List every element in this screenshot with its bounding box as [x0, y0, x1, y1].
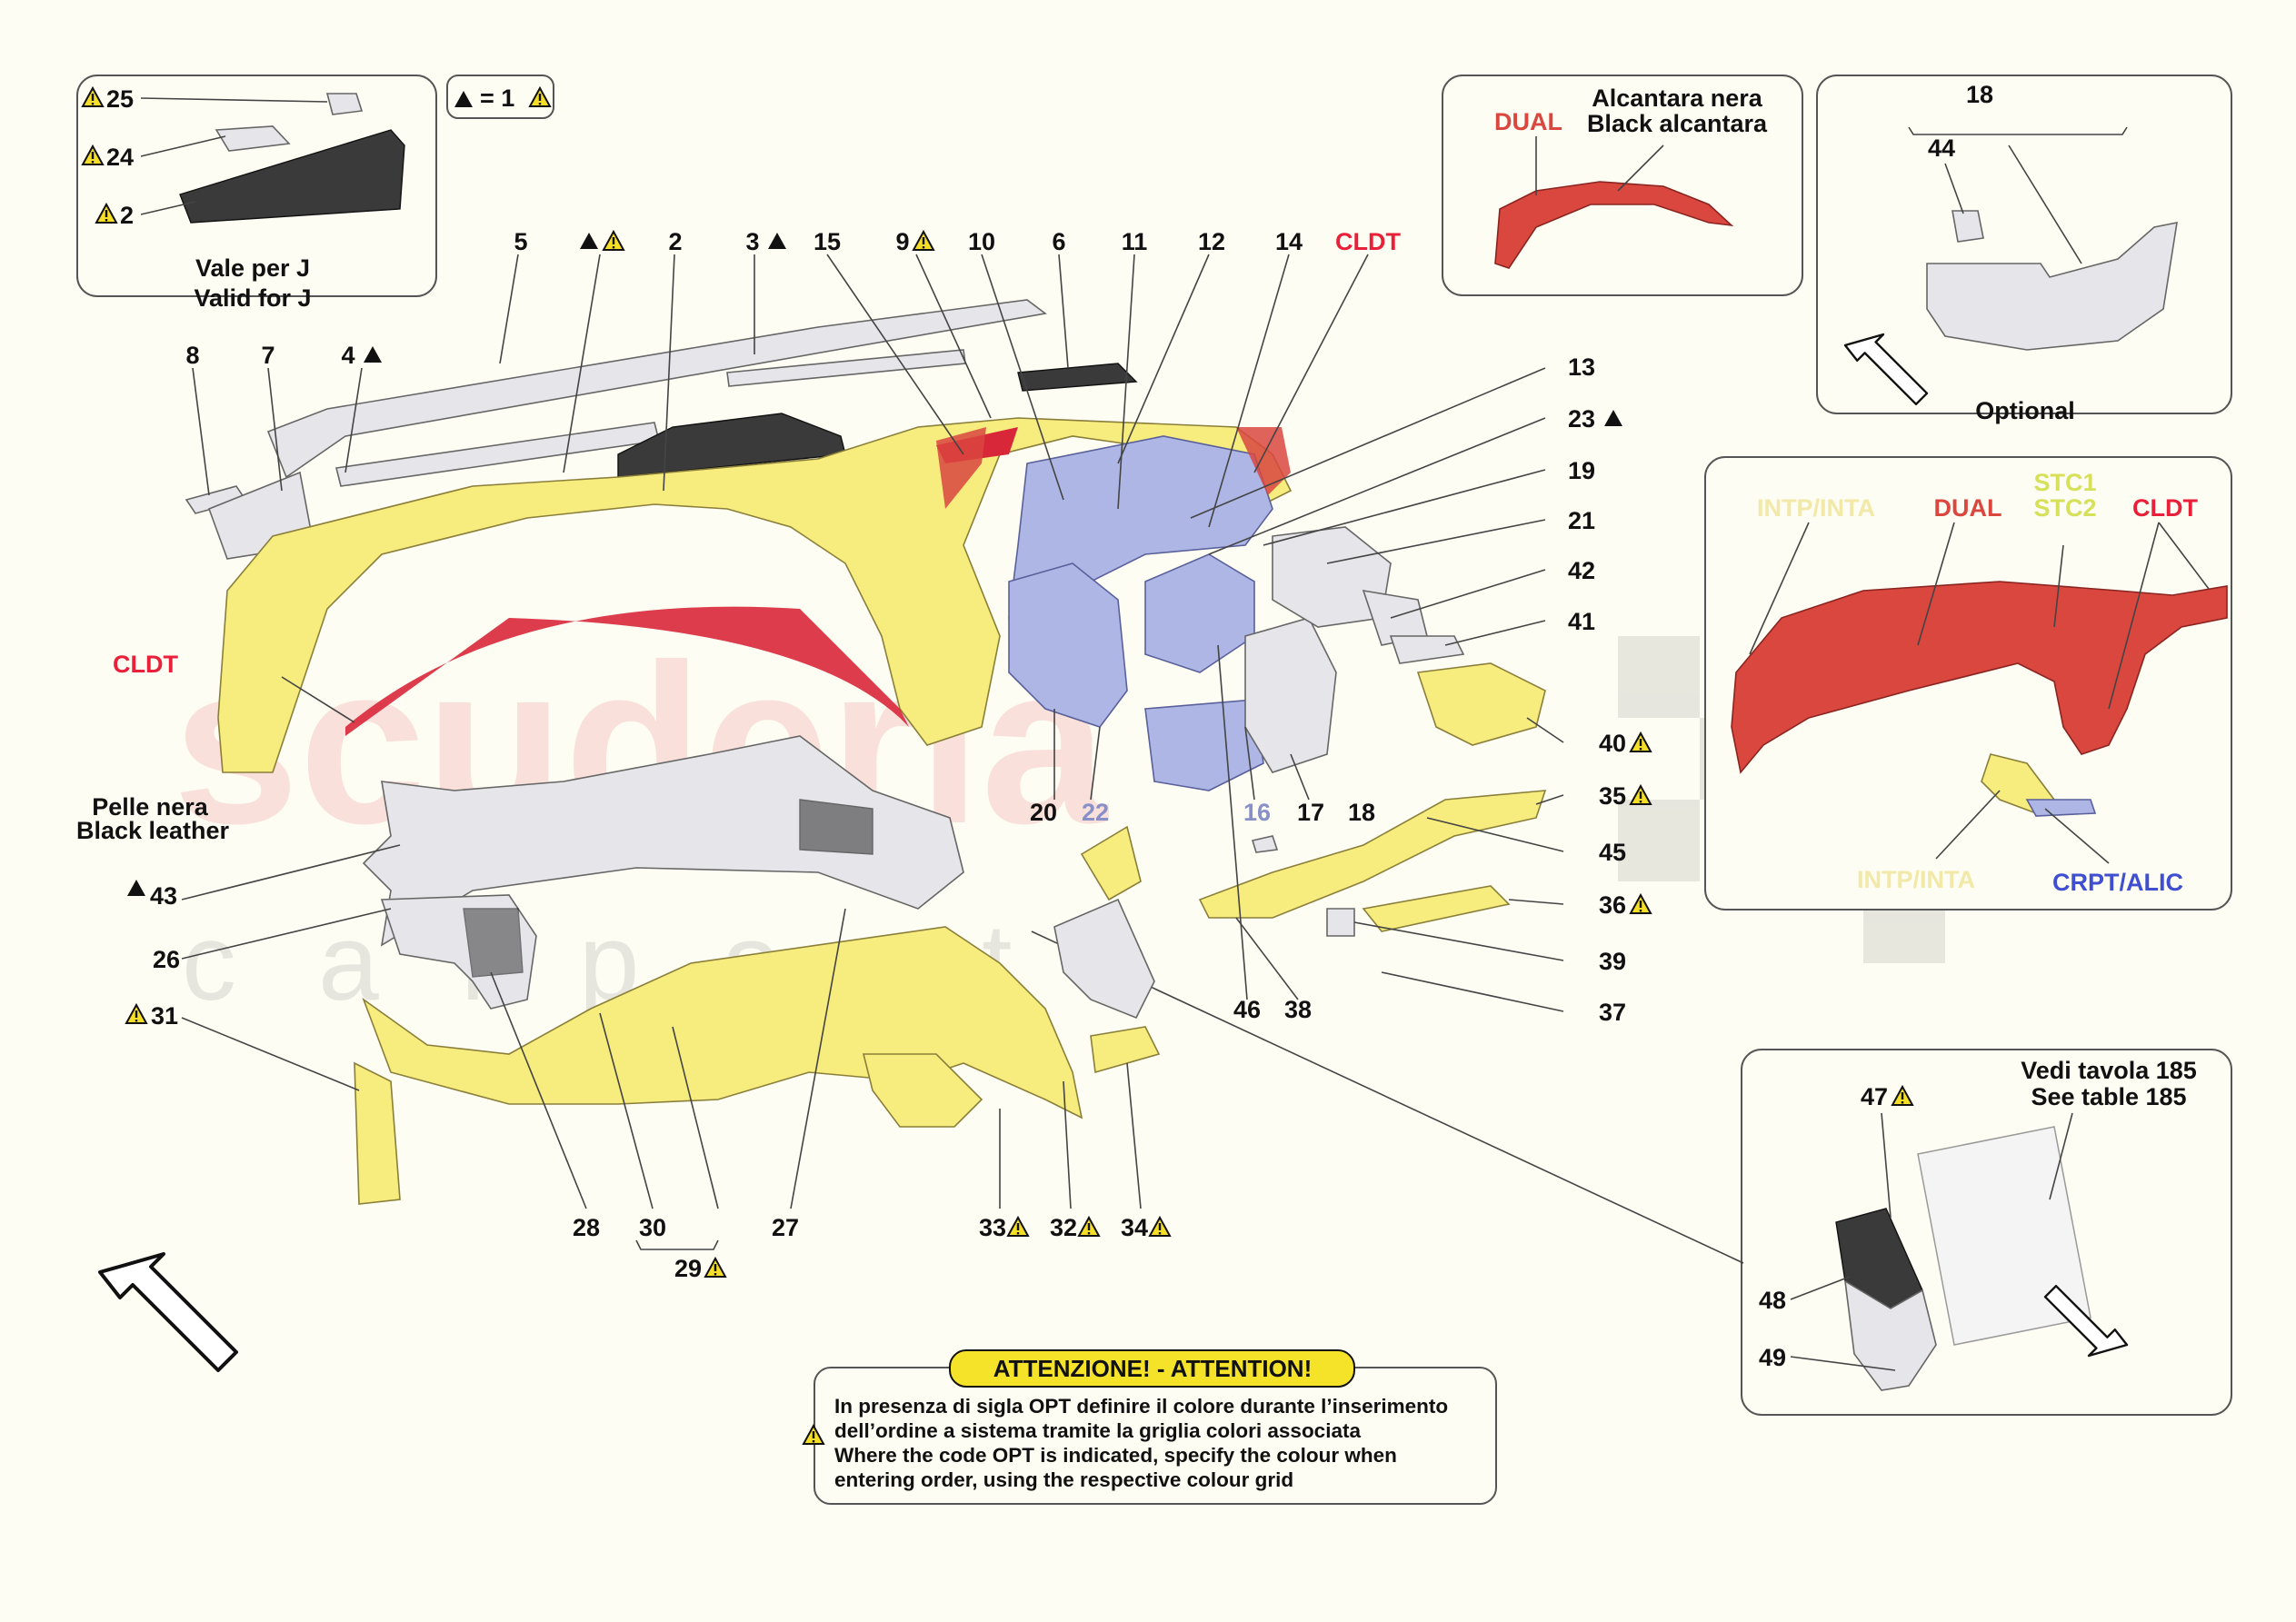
label-39: 39 — [1599, 948, 1626, 975]
label-26: 26 — [153, 946, 180, 973]
valid-for-j-en: Valid for J — [194, 284, 311, 312]
label-20: 20 — [1030, 799, 1057, 826]
label-30: 30 — [639, 1214, 666, 1241]
label-42: 42 — [1568, 557, 1595, 584]
see-table-it: Vedi tavola 185 — [2021, 1057, 2197, 1084]
label-cldt-left: CLDT — [113, 651, 178, 678]
label-6: 6 — [1052, 228, 1065, 255]
trim-intp-bottom: INTP/INTA — [1857, 866, 1975, 893]
label-23: 23 — [1568, 405, 1595, 433]
label-31: 31 — [151, 1002, 178, 1030]
label-5: 5 — [514, 228, 527, 255]
label-38: 38 — [1284, 996, 1312, 1023]
leather-it: Pelle nera — [92, 793, 209, 821]
trim-stc1: STC1 — [2033, 469, 2096, 496]
label-43: 43 — [150, 882, 177, 910]
inset-table-185: Vedi tavola 185 See table 185 47 48 49 — [1741, 1049, 2232, 1416]
label-28: 28 — [573, 1214, 600, 1241]
label-36: 36 — [1599, 891, 1626, 919]
trim-intp: INTP/INTA — [1757, 494, 1875, 522]
label-46: 46 — [1233, 996, 1261, 1023]
main-parts — [185, 299, 1547, 1205]
label-18: 18 — [1348, 799, 1375, 826]
label-45: 45 — [1599, 839, 1626, 866]
trim-stc2: STC2 — [2033, 494, 2096, 522]
leather-en: Black leather — [76, 817, 230, 844]
label-40: 40 — [1599, 730, 1626, 757]
attention-line-3: Where the code OPT is indicated, specify… — [834, 1444, 1397, 1467]
label-15: 15 — [814, 228, 841, 255]
label-9: 9 — [895, 228, 909, 255]
trim-cldt: CLDT — [2132, 494, 2198, 522]
attention-line-1: In presenza di sigla OPT definire il col… — [834, 1395, 1448, 1418]
label-cldt-top: CLDT — [1335, 228, 1401, 255]
label-2: 2 — [668, 228, 682, 255]
inset-label-24: 24 — [106, 144, 134, 171]
optional-18: 18 — [1966, 81, 1993, 108]
trim-crpt: CRPT/ALIC — [2052, 869, 2183, 896]
label-34: 34 — [1121, 1214, 1148, 1241]
label-13: 13 — [1568, 353, 1595, 381]
label-22: 22 — [1082, 799, 1109, 826]
see-table-en: See table 185 — [2031, 1083, 2186, 1110]
valid-for-j-it: Vale per J — [195, 254, 310, 282]
inset-label-25: 25 — [106, 85, 134, 113]
attention-line-4: entering order, using the respective col… — [834, 1468, 1293, 1491]
label-11: 11 — [1122, 228, 1148, 255]
label-37: 37 — [1599, 999, 1626, 1026]
label-21: 21 — [1568, 507, 1595, 534]
label-35: 35 — [1599, 782, 1626, 810]
label-7: 7 — [261, 342, 275, 369]
label-27: 27 — [772, 1214, 799, 1241]
optional-44: 44 — [1928, 134, 1955, 162]
leader-lines — [181, 254, 1564, 1250]
inset-alcantara: DUAL Alcantara nera Black alcantara — [1442, 75, 1803, 296]
label-33: 33 — [979, 1214, 1006, 1241]
inset-valid-for-j: 25 24 2 Vale per J Valid for J — [76, 75, 437, 312]
label-4: 4 — [341, 342, 354, 369]
table-label-49: 49 — [1759, 1344, 1786, 1371]
label-29: 29 — [674, 1255, 702, 1282]
label-41: 41 — [1568, 608, 1595, 635]
attention-note: ATTENZIONE! - ATTENTION! In presenza di … — [803, 1349, 1497, 1505]
label-10: 10 — [968, 228, 995, 255]
alcantara-it: Alcantara nera — [1592, 85, 1763, 112]
label-32: 32 — [1050, 1214, 1077, 1241]
trim-dual: DUAL — [1934, 494, 2002, 522]
direction-arrow-icon — [98, 1252, 238, 1372]
label-17: 17 — [1297, 799, 1324, 826]
inset-optional: 18 44 Optional — [1816, 75, 2232, 424]
inset-trim-codes: INTP/INTA DUAL STC1 STC2 CLDT INTP/INTA … — [1704, 456, 2232, 911]
label-8: 8 — [185, 342, 199, 369]
legend-text: = 1 — [480, 85, 514, 112]
attention-title: ATTENZIONE! - ATTENTION! — [993, 1355, 1312, 1382]
legend-triangle: = 1 — [446, 75, 554, 119]
label-12: 12 — [1198, 228, 1225, 255]
optional-caption: Optional — [1975, 397, 2075, 424]
attention-line-2: dell’ordine a sistema tramite la griglia… — [834, 1419, 1361, 1442]
part-labels: 5 2 3 15 9 10 6 11 12 14 CLDT 8 7 4 13 2… — [76, 228, 1652, 1282]
label-16: 16 — [1243, 799, 1271, 826]
label-3: 3 — [745, 228, 759, 255]
table-label-47: 47 — [1861, 1083, 1888, 1110]
table-label-48: 48 — [1759, 1287, 1786, 1314]
dual-label: DUAL — [1494, 108, 1562, 135]
inset-label-2: 2 — [120, 202, 134, 229]
label-14: 14 — [1275, 228, 1303, 255]
alcantara-en: Black alcantara — [1587, 110, 1768, 137]
label-19: 19 — [1568, 457, 1595, 484]
